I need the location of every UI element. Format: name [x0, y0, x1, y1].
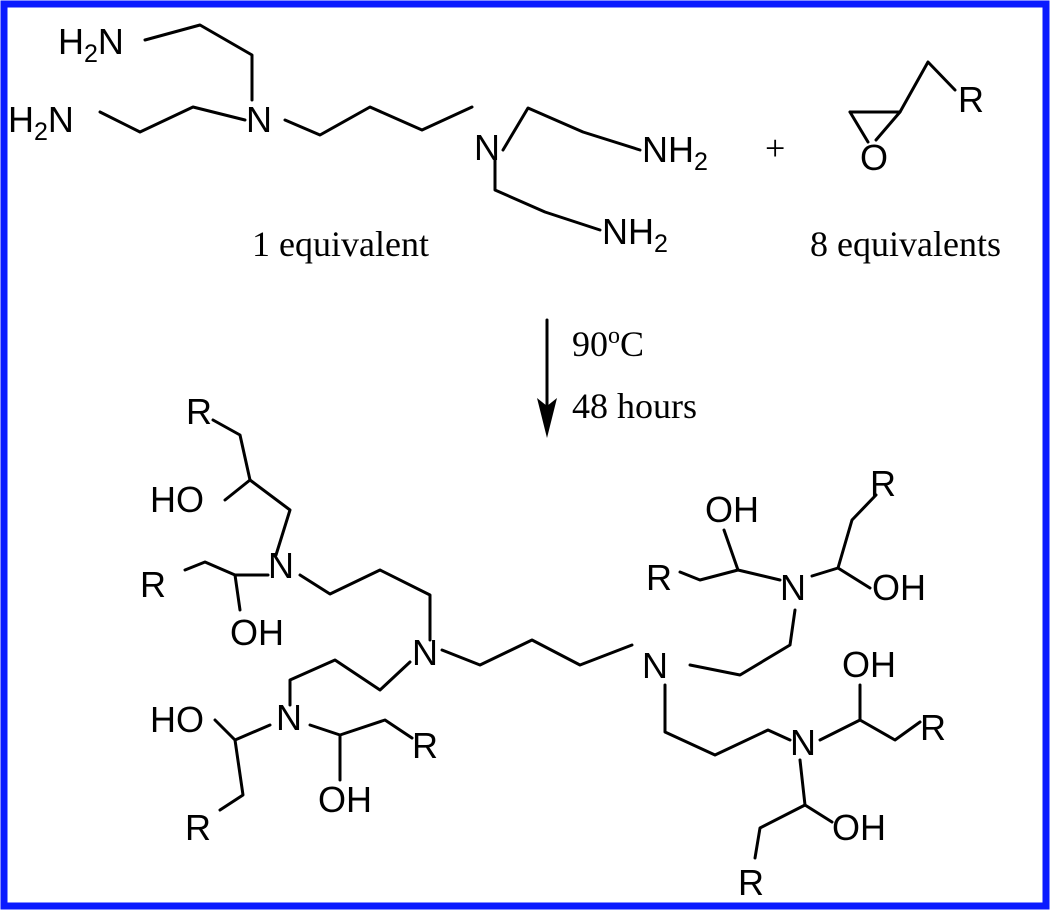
reaction-arrow [537, 318, 557, 438]
tertiary-n-left: N [246, 99, 272, 140]
product-n-upper-left: N [268, 545, 294, 586]
product-hydroxyl-3: HO [150, 699, 204, 740]
epoxide-oxygen: O [860, 137, 888, 178]
reactant-polyamine: H2N H2N N N NH2 NH2 [8, 21, 708, 258]
amine-h2n-left: H2N [8, 99, 74, 146]
product-n-lower-right: N [790, 722, 816, 763]
product-central-n-left: N [412, 632, 438, 673]
product-central-n-right: N [642, 645, 668, 686]
tertiary-n-right: N [474, 127, 500, 168]
product-r-2: R [140, 564, 166, 605]
product-hydroxyl-1: HO [150, 479, 204, 520]
product-hydroxyl-7: OH [842, 644, 896, 685]
product-r-3: R [185, 807, 211, 848]
epoxide-r-group: R [958, 79, 984, 120]
product-hydroxyl-5: OH [705, 489, 759, 530]
amine-nh2-upper: NH2 [642, 129, 708, 176]
plus-sign: + [765, 128, 785, 168]
product-r-5: R [646, 557, 672, 598]
reaction-time: 48 hours [572, 386, 697, 426]
product-r-4: R [412, 725, 438, 766]
product-r-8: R [738, 862, 764, 903]
product-molecule: N N N N N N R HO R OH HO R OH R OH R R O… [140, 391, 946, 903]
reactant-epoxide: O R [848, 60, 984, 178]
reactant2-equivalents: 8 equivalents [810, 224, 1001, 264]
amine-h2n-top: H2N [58, 21, 124, 68]
reaction-temperature: 90oC [572, 323, 644, 364]
product-n-lower-left: N [276, 697, 302, 738]
product-hydroxyl-8: OH [832, 807, 886, 848]
product-r-7: R [920, 707, 946, 748]
reactant1-equivalents: 1 equivalent [252, 224, 429, 264]
product-hydroxyl-2: OH [230, 612, 284, 653]
product-r-1: R [186, 391, 212, 432]
product-n-upper-right: N [780, 567, 806, 608]
product-r-6: R [870, 463, 896, 504]
product-hydroxyl-6: OH [872, 567, 926, 608]
amine-nh2-lower: NH2 [602, 211, 668, 258]
product-hydroxyl-4: OH [318, 779, 372, 820]
